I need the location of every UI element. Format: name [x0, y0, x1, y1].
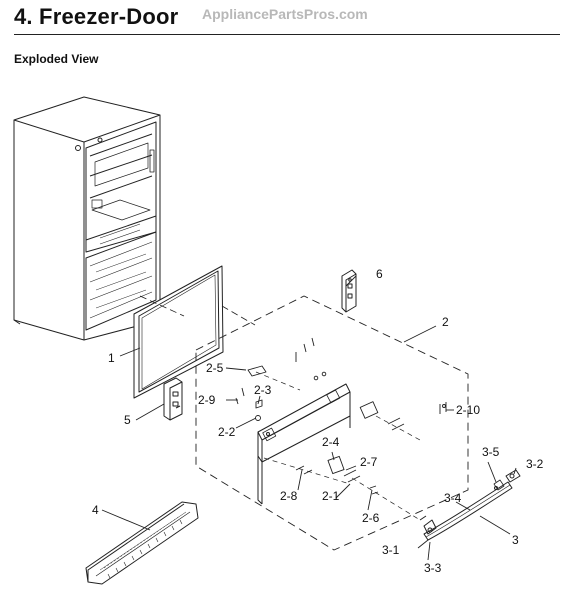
door-panel: [257, 383, 351, 505]
door-assembly-outline: [195, 295, 469, 551]
title-rule: [14, 34, 560, 35]
door-bin: [85, 501, 199, 585]
callout-3-3: 3-3: [424, 561, 442, 575]
callout-2-5: 2-5: [206, 361, 224, 375]
callout-6: 6: [376, 267, 383, 281]
lower-hinge-bracket: [163, 377, 183, 421]
callout-2-9: 2-9: [198, 393, 216, 407]
page-title: 4. Freezer-Door: [14, 4, 179, 29]
door-hardware: [235, 337, 447, 495]
callout-2: 2: [442, 315, 449, 329]
door-gasket: [133, 265, 224, 399]
callout-2-1: 2-1: [322, 489, 340, 503]
callout-4: 4: [92, 503, 99, 517]
callout-2-8: 2-8: [280, 489, 298, 503]
callout-3-2: 3-2: [526, 457, 544, 471]
door-handle: [419, 469, 521, 541]
callout-2-4: 2-4: [322, 435, 340, 449]
leader-lines: [101, 275, 517, 561]
callout-3: 3: [512, 533, 519, 547]
refrigerator-cabinet: [13, 96, 161, 341]
callout-labels: 1 2 2-1 2-2 2-3 2-4 2-5 2-6 2-7 2-8 2-9 …: [92, 267, 544, 575]
section-subtitle: Exploded View: [14, 52, 99, 66]
watermark-brand: AppliancePartsPros.com: [202, 6, 368, 22]
callout-2-7: 2-7: [360, 455, 378, 469]
callout-2-2: 2-2: [218, 425, 236, 439]
callout-2-6: 2-6: [362, 511, 380, 525]
callout-5: 5: [124, 413, 131, 427]
part-guides: [255, 371, 421, 521]
callout-1: 1: [108, 351, 115, 365]
upper-hinge-bracket: [341, 269, 357, 313]
assembly-guides: [139, 295, 256, 326]
callout-3-4: 3-4: [444, 491, 462, 505]
callout-3-5: 3-5: [482, 445, 500, 459]
callout-3-1: 3-1: [382, 543, 400, 557]
callout-2-10: 2-10: [456, 403, 480, 417]
callout-2-3: 2-3: [254, 383, 272, 397]
